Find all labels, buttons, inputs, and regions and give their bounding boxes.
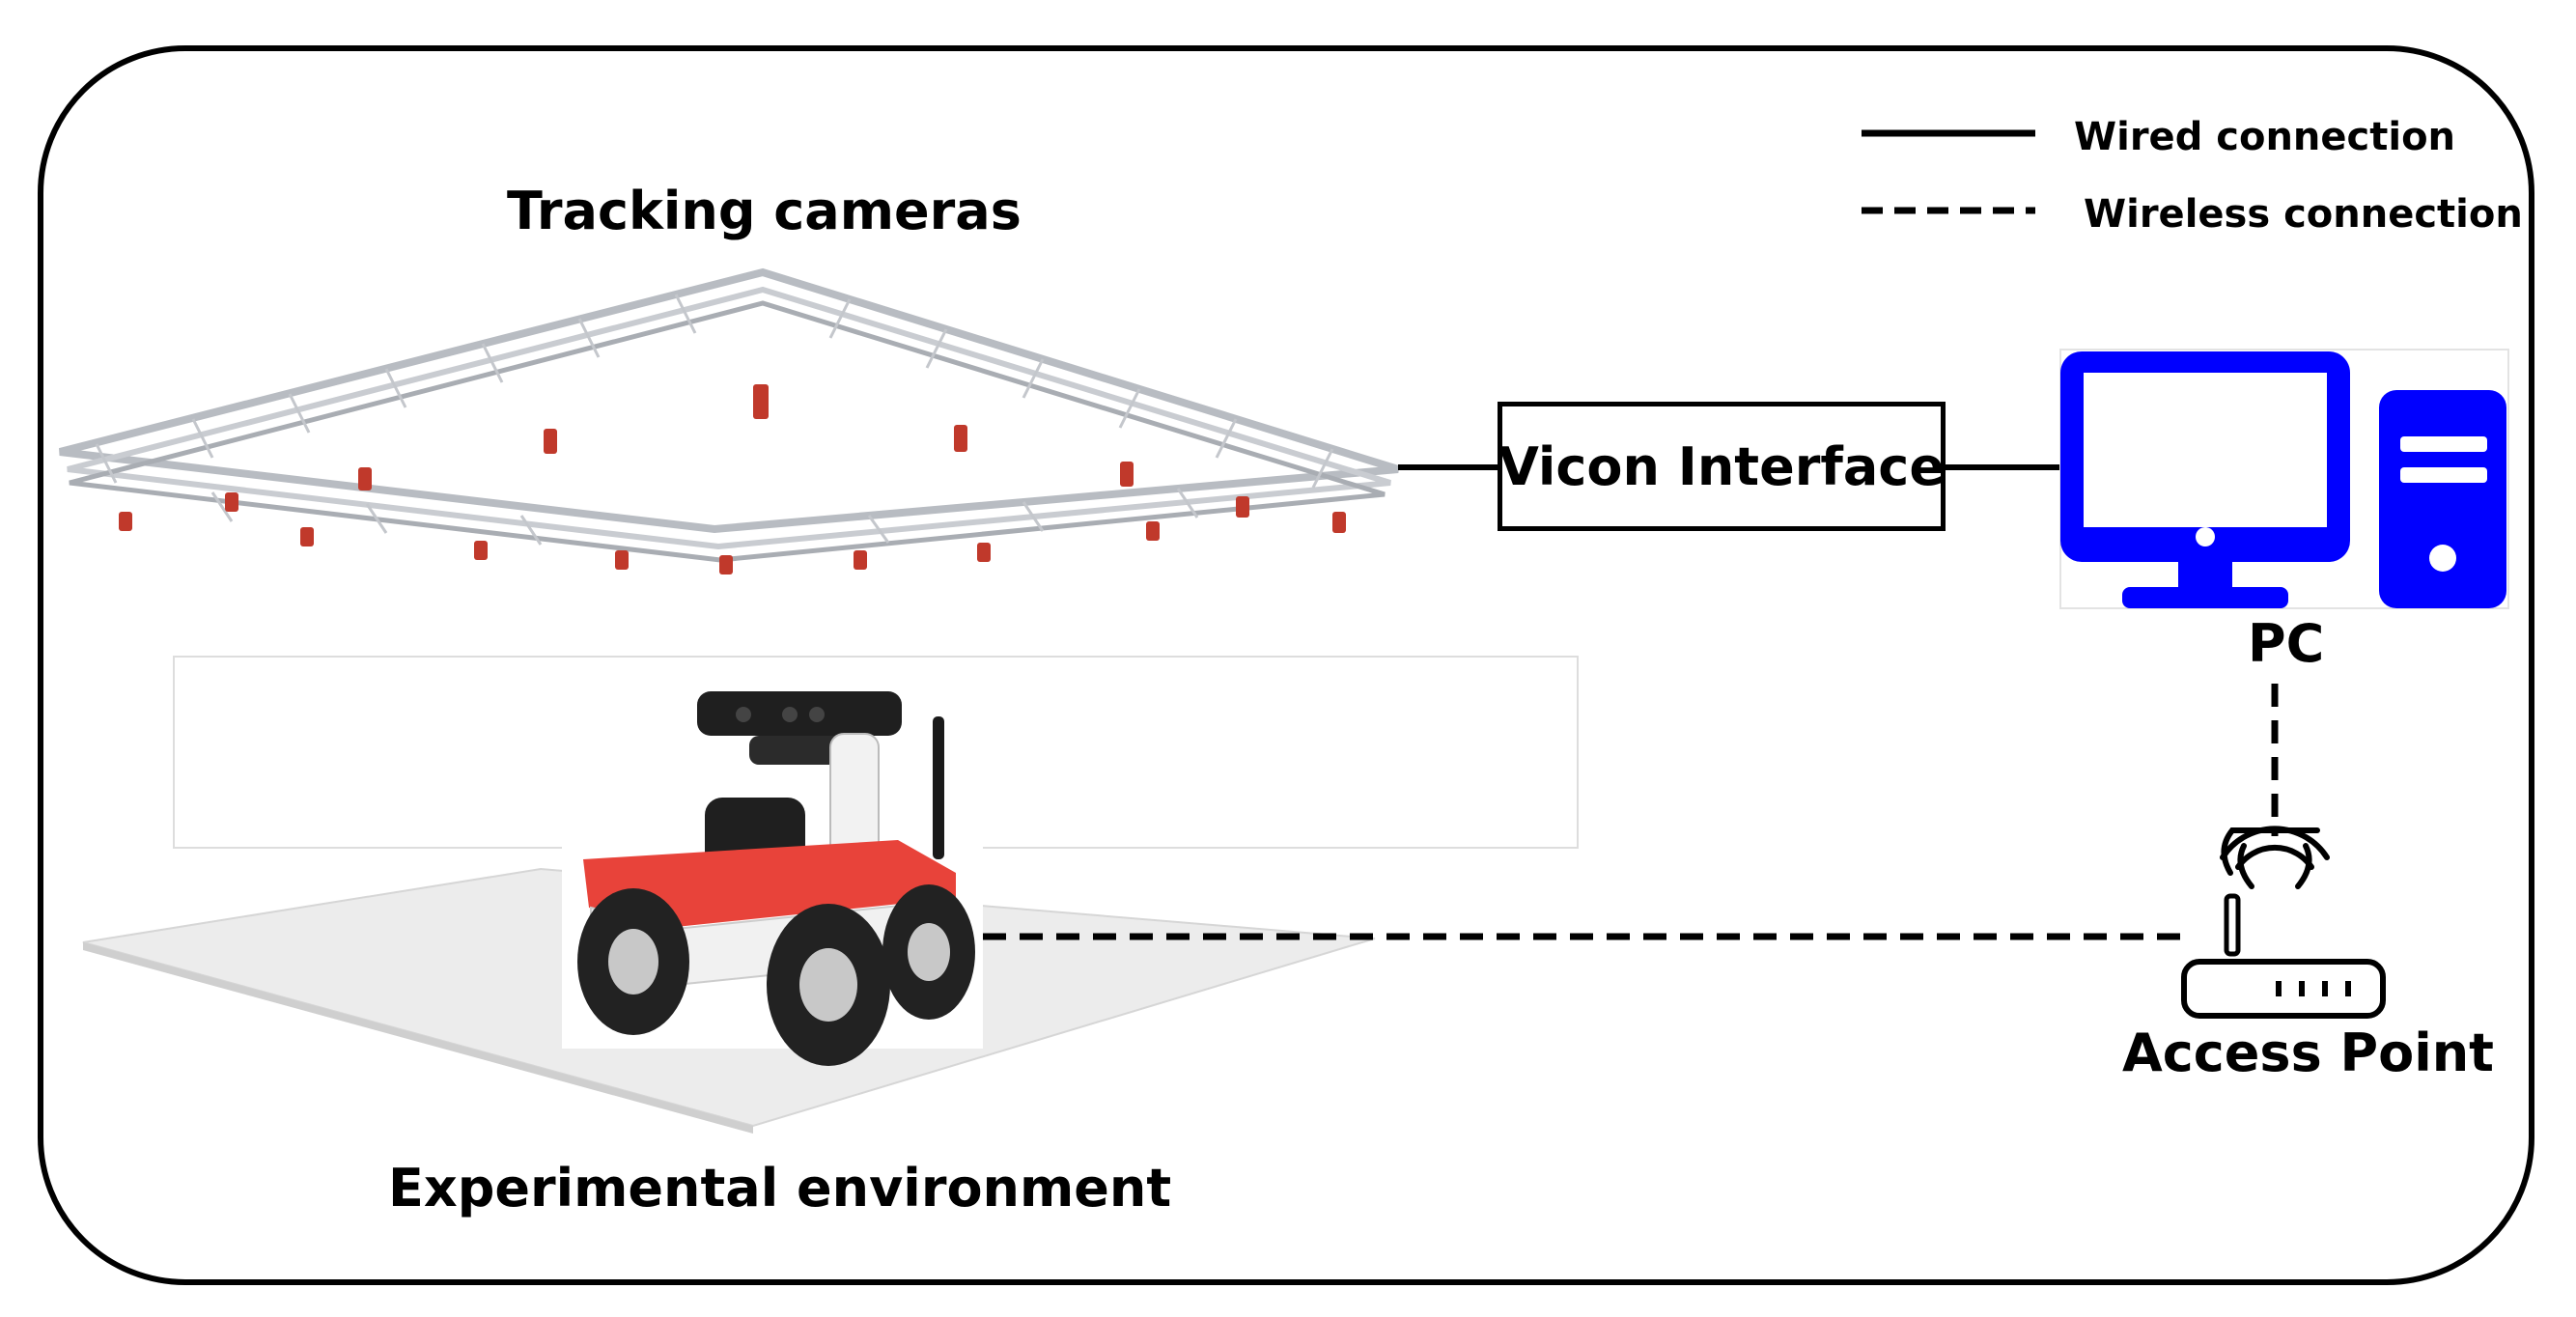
tracking-cameras-label: Tracking cameras [507,181,1022,241]
experimental-environment-label: Experimental environment [388,1158,1172,1219]
pc-label: PC [2248,613,2325,674]
legend [1862,129,2035,214]
computer-tower-icon [2379,390,2506,608]
router-icon [2181,893,2386,1019]
robot-icon [577,691,975,1066]
monitor-icon [2060,351,2350,608]
camera-icon [119,384,1346,574]
legend-wired-label: Wired connection [2074,115,2456,159]
vicon-interface-box: Vicon Interface [1498,402,1946,531]
pc [2059,349,2509,609]
access-point [2181,826,2386,1019]
legend-wireless-label: Wireless connection [2084,192,2523,237]
vicon-interface-label: Vicon Interface [1498,435,1945,497]
wifi-signal-icon [2220,826,2330,889]
access-point-label: Access Point [2122,1023,2494,1083]
